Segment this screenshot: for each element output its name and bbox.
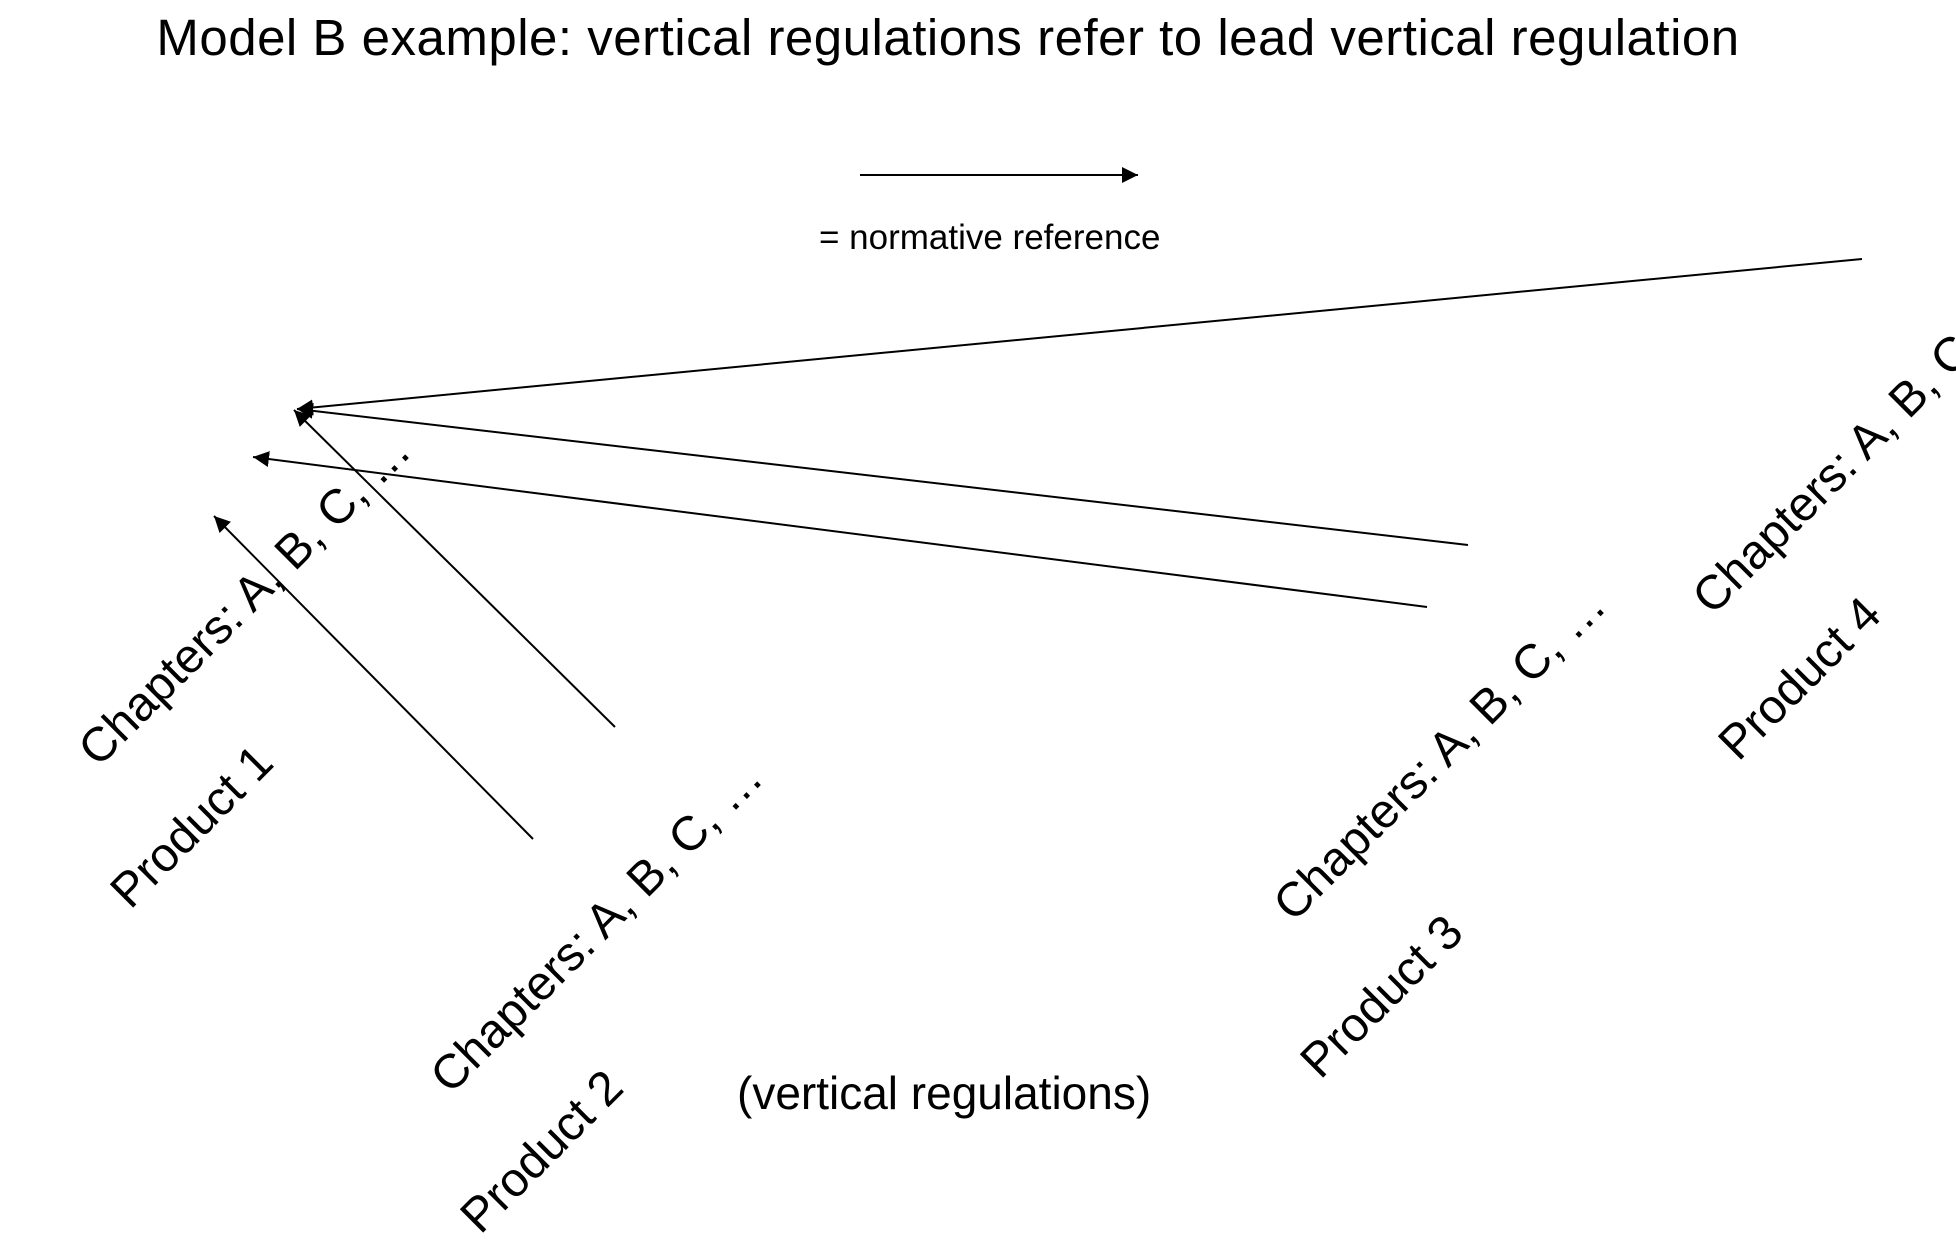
arrow-product2-to-product1-a xyxy=(213,515,534,840)
footer-caption: (vertical regulations) xyxy=(737,1067,1152,1119)
arrow-product3-to-product1-a xyxy=(252,451,1428,608)
page-title: Model B example: vertical regulations re… xyxy=(156,9,1740,66)
arrow-product2-to-product1-b xyxy=(293,409,616,728)
legend-label: = normative reference xyxy=(819,218,1161,257)
arrow-product4-to-product1 xyxy=(296,258,1863,416)
arrow-product3-to-product1-b xyxy=(296,402,1469,546)
reference-arrows xyxy=(213,167,1863,840)
